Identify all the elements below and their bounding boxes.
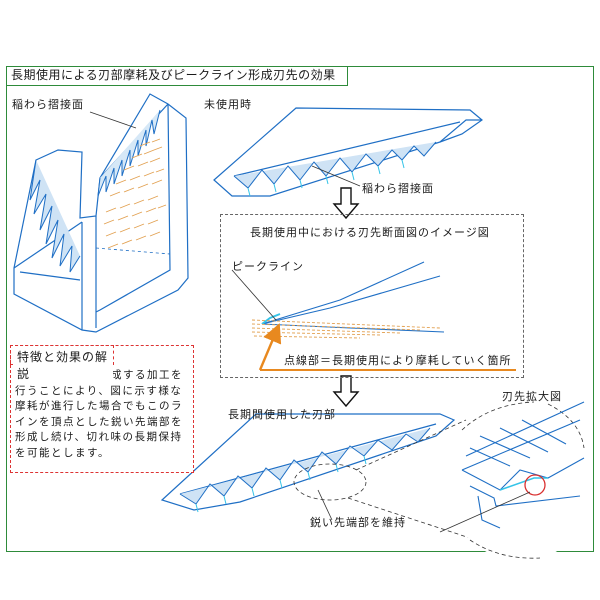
straw-contact-pattern: [103, 138, 167, 249]
cross-section-box: [220, 214, 524, 378]
down-arrow-1: [332, 187, 360, 220]
label-zoom: 刃先拡大図: [502, 390, 562, 403]
down-arrow-2: [332, 375, 360, 408]
long-used-blade: [160, 413, 456, 513]
red-circle-highlight: [524, 474, 546, 496]
description-title: 特徴と効果の解説: [15, 348, 113, 382]
label-unused: 未使用時: [204, 98, 252, 111]
label-dotted-note: 点線部＝長期使用により摩耗していく箇所: [284, 354, 512, 367]
label-long-used: 長期間使用した刃部: [228, 408, 336, 421]
label-straw-contact-right: 稲わら摺接面: [362, 182, 434, 195]
description-title-box: 特徴と効果の解説: [10, 345, 114, 382]
label-straw-contact-left: 稲わら摺接面: [12, 98, 84, 111]
diagram-title: 長期使用による刃部摩耗及びピークライン形成刃先の効果: [6, 66, 348, 86]
label-peak-line: ピークライン: [232, 260, 304, 273]
blade-3d-illustration: [13, 93, 189, 333]
description-box: ピークラインを形成する加工を行うことにより、図に示す様な摩耗が進行した場合でもこ…: [10, 345, 194, 473]
unused-blade: [213, 107, 483, 197]
label-section-title: 長期使用中における刃先断面図のイメージ図: [250, 226, 490, 239]
leader-line-right: [311, 165, 361, 187]
cross-section-figure: [231, 261, 516, 371]
zoom-view: [293, 400, 585, 560]
diagram-frame: [6, 66, 594, 552]
description-body: ピークラインを形成する加工を行うことにより、図に示す様な摩耗が進行した場合でもこ…: [15, 369, 183, 459]
label-keep-sharp: 鋭い先端部を維持: [310, 516, 406, 529]
leader-line: [89, 111, 137, 129]
